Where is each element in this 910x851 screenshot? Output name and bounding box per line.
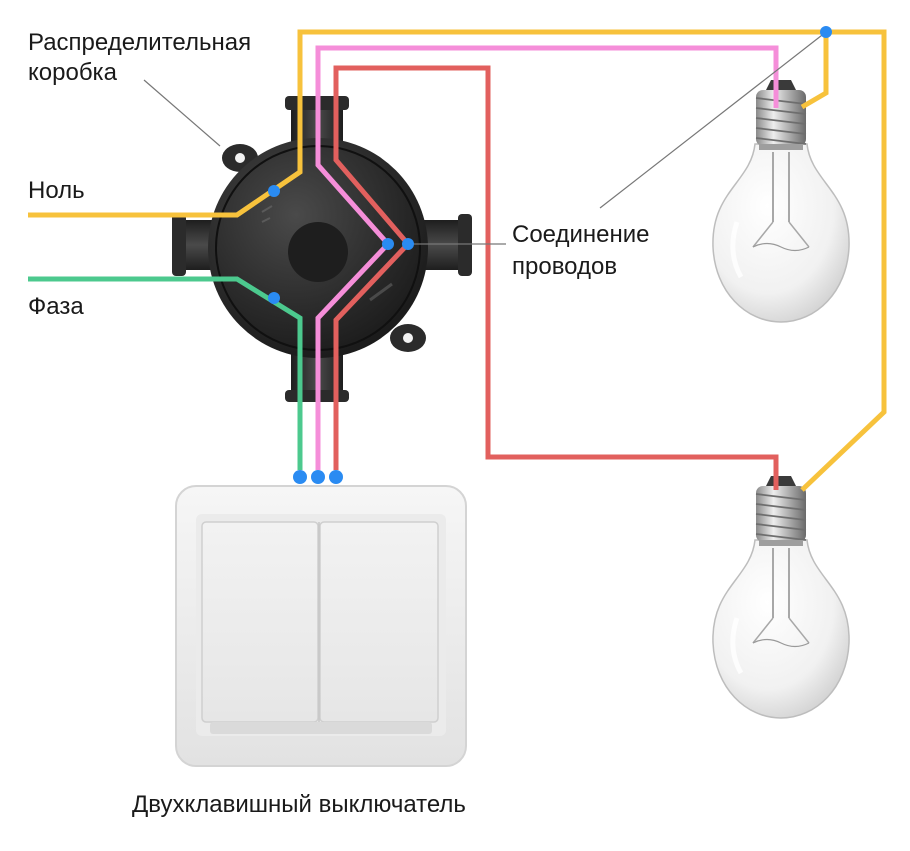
switch-key-right[interactable]: [319, 521, 439, 723]
phase-label: Фаза: [28, 293, 84, 320]
connection-label-line1: Соединение: [512, 221, 650, 248]
connection-dot: [268, 185, 280, 197]
light-bulb-bottom: [713, 476, 849, 718]
switch-label: Двухклавишный выключатель: [132, 791, 466, 818]
junction-box-pointer: [143, 79, 221, 147]
double-switch: [175, 485, 467, 767]
connection-dot: [402, 238, 414, 250]
junction-box: [172, 96, 472, 402]
connection-points: [268, 26, 832, 484]
connection-dot: [268, 292, 280, 304]
switch-key-left[interactable]: [201, 521, 319, 723]
neutral-branch-wire: [800, 32, 829, 110]
connection-dot: [382, 238, 394, 250]
connection-dot: [329, 470, 343, 484]
connection-pointer-right: [599, 31, 827, 209]
light-bulb-top: [713, 80, 849, 322]
neutral-wire: [28, 29, 887, 492]
connection-dot: [820, 26, 832, 38]
connection-label-line2: проводов: [512, 253, 618, 280]
connection-dot: [311, 470, 325, 484]
lamp2-wire: [333, 65, 779, 490]
junction-box-label-line2: коробка: [28, 59, 117, 86]
junction-box-label-line1: Распределительная: [28, 29, 252, 56]
neutral-label: Ноль: [28, 177, 85, 204]
lamp1-wire: [315, 45, 779, 470]
connection-dot: [293, 470, 307, 484]
